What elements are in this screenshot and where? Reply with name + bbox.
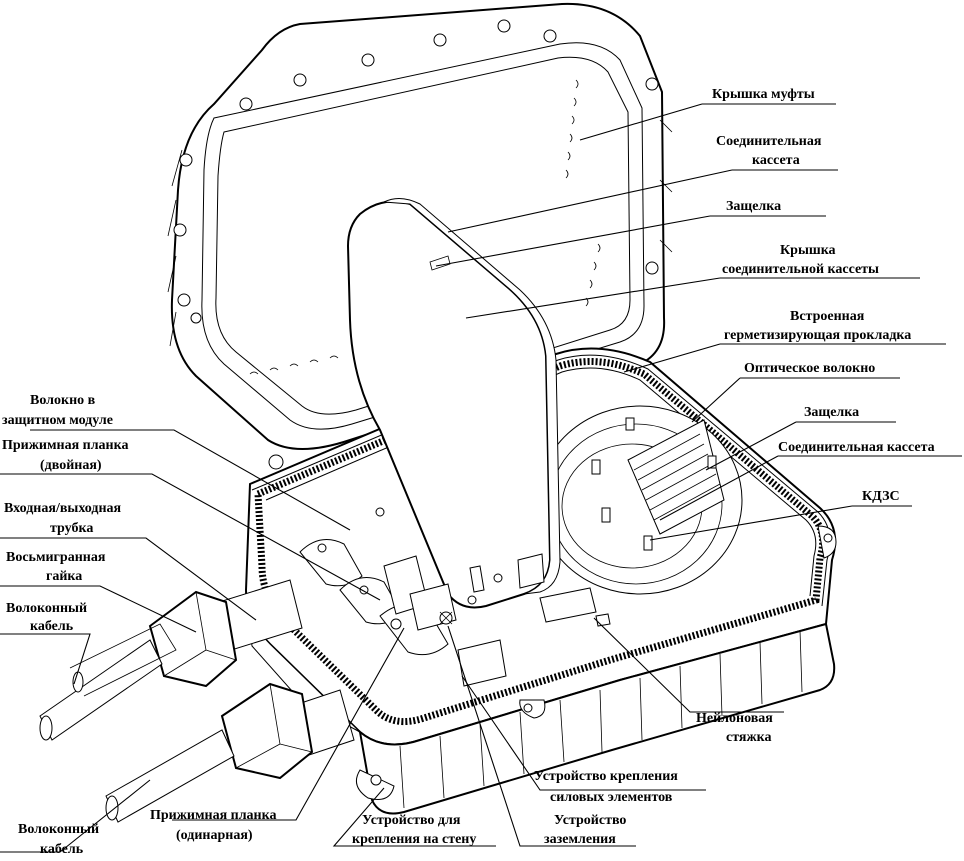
leader-lines	[0, 103, 962, 853]
label-kdzs: КДЗС	[862, 489, 900, 504]
label-nylon-tie: Нейлоновая	[696, 711, 773, 726]
sealing-gasket	[254, 358, 827, 726]
label-hex-nut-line2: гайка	[46, 569, 82, 584]
label-fiber-module-line2: защитном модуле	[2, 413, 113, 428]
label-clamp-double-line2: (двойная)	[40, 458, 102, 473]
label-splice-cassette-top-line2: кассета	[752, 153, 800, 168]
splice-cassette-cover	[346, 198, 561, 609]
label-gasket-line2: герметизирующая прокладка	[724, 328, 911, 343]
interior-fittings	[299, 539, 507, 687]
label-entry-tube: Входная/выходная	[4, 501, 122, 516]
label-splice-cassette-top: Соединительная	[716, 134, 822, 149]
label-strength-member-mount-line2: силовых элементов	[550, 790, 673, 805]
label-cable-top: Волоконный	[6, 601, 87, 616]
label-gasket: Встроенная	[790, 309, 865, 324]
label-strength-member-mount: Устройство крепления	[534, 769, 678, 784]
label-latch-top: Защелка	[726, 199, 781, 214]
label-clamp-single: Прижимная планка	[150, 808, 276, 823]
lid-rim-bosses	[173, 19, 659, 470]
label-nylon-tie-line2: стяжка	[726, 730, 772, 745]
label-clamp-double: Прижимная планка	[2, 438, 128, 453]
lid-inner-ticks	[249, 79, 601, 375]
entry-tubes-and-cables	[39, 579, 355, 823]
label-cable-bottom: Волоконный	[18, 822, 99, 837]
label-splice-cassette-right: Соединительная кассета	[778, 440, 935, 455]
label-hex-nut: Восьмигранная	[6, 550, 106, 565]
label-latch-right: Защелка	[804, 405, 859, 420]
label-grounding-line2: заземления	[544, 832, 616, 847]
label-cassette-cover: Крышка	[780, 243, 836, 258]
label-cassette-cover-line2: соединительной кассеты	[722, 262, 879, 277]
label-entry-tube-line2: трубка	[50, 521, 93, 536]
label-cable-bottom-line2: кабель	[40, 842, 84, 857]
label-optical-fiber: Оптическое волокно	[744, 361, 875, 376]
label-cable-top-line2: кабель	[30, 619, 74, 634]
label-wall-mount-line2: крепления на стену	[352, 832, 476, 847]
callout-labels: Крышка муфты Соединительная кассета Заще…	[2, 87, 935, 857]
label-wall-mount: Устройство для	[362, 813, 461, 828]
label-lid: Крышка муфты	[712, 87, 815, 102]
label-fiber-module: Волокно в	[30, 393, 96, 408]
label-grounding: Устройство	[554, 813, 626, 828]
splice-cassette-tray	[537, 405, 743, 627]
label-clamp-single-line2: (одинарная)	[176, 828, 253, 843]
